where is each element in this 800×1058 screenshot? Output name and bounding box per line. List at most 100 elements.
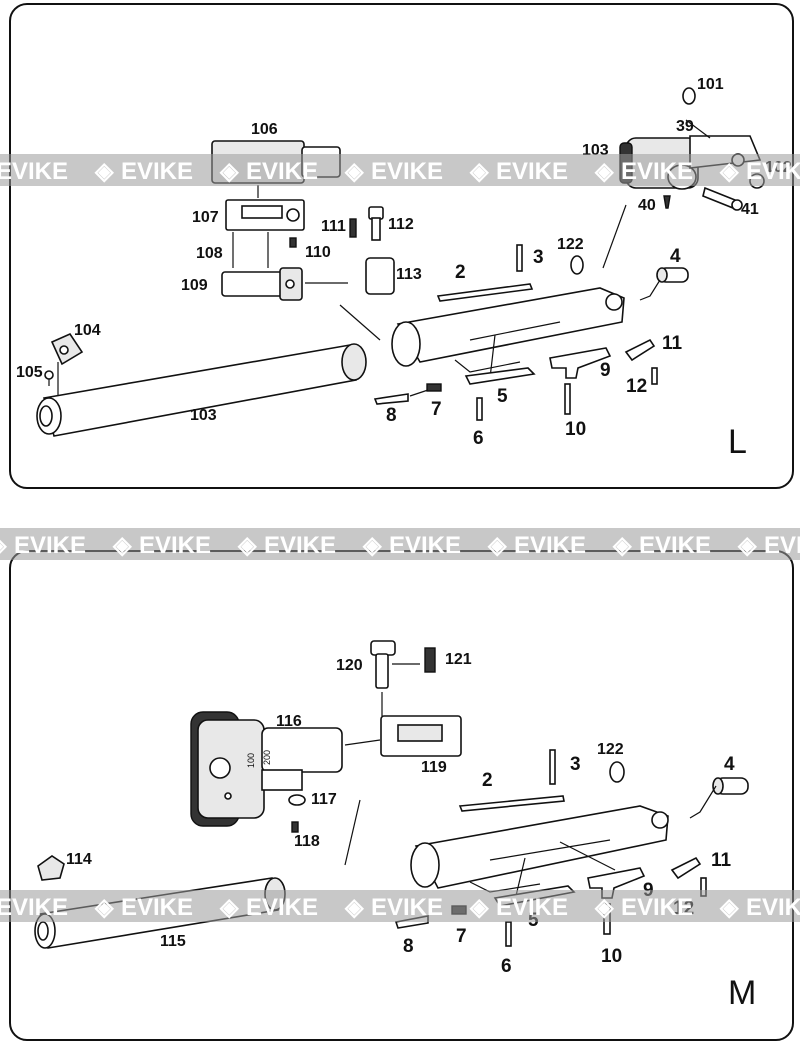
watermark-text: EVIKE bbox=[621, 158, 693, 185]
part-113 bbox=[365, 257, 395, 295]
part-2-rod-m bbox=[458, 795, 565, 812]
label-107: 107 bbox=[192, 209, 219, 226]
label-112: 112 bbox=[388, 216, 414, 233]
part-111 bbox=[349, 218, 357, 238]
part-6-pin bbox=[476, 397, 483, 421]
label-115: 115 bbox=[160, 933, 186, 950]
part-105-screw bbox=[44, 370, 54, 386]
label-6-m: 6 bbox=[501, 956, 512, 977]
evike-logo-icon: ◈ bbox=[594, 894, 614, 921]
part-116 bbox=[190, 711, 343, 827]
watermark-text: EVIKE bbox=[246, 158, 318, 185]
label-12: 12 bbox=[626, 376, 647, 397]
evike-logo-icon: ◈ bbox=[362, 532, 382, 559]
label-7-m: 7 bbox=[456, 926, 467, 947]
part-40-screw bbox=[663, 195, 671, 209]
scope-mark-200: 200 bbox=[262, 750, 272, 765]
label-113: 113 bbox=[396, 266, 422, 283]
part-114 bbox=[37, 855, 65, 881]
label-3: 3 bbox=[533, 247, 544, 268]
panel-m-letter: M bbox=[728, 974, 756, 1012]
evike-logo-icon: ◈ bbox=[594, 158, 614, 185]
part-7-spring bbox=[426, 383, 442, 392]
evike-logo-icon: ◈ bbox=[469, 158, 489, 185]
label-117: 117 bbox=[311, 791, 337, 808]
label-106: 106 bbox=[251, 121, 278, 138]
evike-logo-icon: ◈ bbox=[612, 532, 632, 559]
label-114: 114 bbox=[66, 851, 92, 868]
evike-logo-icon: ◈ bbox=[112, 532, 132, 559]
panel-l-letter: L bbox=[728, 423, 747, 461]
evike-logo-icon: ◈ bbox=[737, 532, 757, 559]
evike-logo-icon: ◈ bbox=[487, 532, 507, 559]
part-2-rod bbox=[436, 283, 534, 302]
label-122: 122 bbox=[557, 236, 584, 253]
watermark-band-3: ◈EVIKE◈EVIKE◈EVIKE◈EVIKE◈EVIKE◈EVIKE◈EVI… bbox=[0, 890, 800, 922]
watermark-text: EVIKE bbox=[14, 532, 86, 559]
label-41: 41 bbox=[741, 201, 759, 218]
label-120: 120 bbox=[336, 657, 363, 674]
watermark-band-1: ◈EVIKE◈EVIKE◈EVIKE◈EVIKE◈EVIKE◈EVIKE◈EVI… bbox=[0, 154, 800, 186]
label-9: 9 bbox=[600, 360, 611, 381]
panel-l-diagram bbox=[36, 87, 765, 437]
part-receiver-l bbox=[391, 287, 625, 373]
part-110 bbox=[289, 237, 297, 248]
label-118: 118 bbox=[294, 833, 320, 850]
evike-logo-icon: ◈ bbox=[344, 158, 364, 185]
watermark-text: EVIKE bbox=[264, 532, 336, 559]
label-4: 4 bbox=[670, 246, 681, 267]
watermark-text: EVIKE bbox=[389, 532, 461, 559]
watermark-text: EVIKE bbox=[746, 158, 800, 185]
part-101-oring bbox=[682, 87, 696, 105]
part-11 bbox=[624, 338, 656, 362]
watermark-text: EVIKE bbox=[139, 532, 211, 559]
part-118 bbox=[291, 821, 299, 833]
watermark-text: EVIKE bbox=[639, 532, 711, 559]
part-109 bbox=[221, 267, 303, 301]
part-119 bbox=[380, 715, 462, 757]
part-5 bbox=[464, 367, 536, 385]
label-101: 101 bbox=[697, 76, 724, 93]
part-122-oring-m bbox=[609, 761, 625, 783]
watermark-text: EVIKE bbox=[746, 894, 800, 921]
watermark-text: EVIKE bbox=[246, 894, 318, 921]
part-12-pin bbox=[651, 367, 658, 385]
label-110: 110 bbox=[305, 244, 331, 261]
part-41-pin bbox=[702, 186, 743, 211]
evike-logo-icon: ◈ bbox=[219, 894, 239, 921]
label-40: 40 bbox=[638, 197, 656, 214]
label-7: 7 bbox=[431, 399, 442, 420]
part-4-pin bbox=[656, 267, 689, 283]
part-3-pin-m bbox=[549, 749, 556, 785]
label-2-m: 2 bbox=[482, 770, 493, 791]
label-122-m: 122 bbox=[597, 741, 624, 758]
watermark-band-2: ◈EVIKE◈EVIKE◈EVIKE◈EVIKE◈EVIKE◈EVIKE◈EVI… bbox=[0, 528, 800, 560]
panel-m-frame bbox=[9, 550, 794, 1041]
part-120 bbox=[370, 640, 396, 689]
label-111: 111 bbox=[321, 218, 346, 235]
part-11-m bbox=[670, 856, 702, 880]
label-109: 109 bbox=[181, 277, 208, 294]
watermark-text: EVIKE bbox=[496, 894, 568, 921]
label-104: 104 bbox=[74, 322, 101, 339]
watermark-text: EVIKE bbox=[371, 894, 443, 921]
watermark-text: EVIKE bbox=[121, 894, 193, 921]
label-8: 8 bbox=[386, 405, 397, 426]
label-116: 116 bbox=[276, 713, 302, 730]
label-105: 105 bbox=[16, 364, 43, 381]
watermark-text: EVIKE bbox=[514, 532, 586, 559]
watermark-text: EVIKE bbox=[621, 894, 693, 921]
scope-mark-100: 100 bbox=[246, 753, 256, 768]
label-2: 2 bbox=[455, 262, 466, 283]
part-121-spring bbox=[424, 647, 436, 673]
label-119: 119 bbox=[421, 759, 447, 776]
evike-logo-icon: ◈ bbox=[719, 894, 739, 921]
label-10-m: 10 bbox=[601, 946, 622, 967]
label-3-m: 3 bbox=[570, 754, 581, 775]
label-10: 10 bbox=[565, 419, 586, 440]
evike-logo-icon: ◈ bbox=[219, 158, 239, 185]
label-4-m: 4 bbox=[724, 754, 735, 775]
part-117 bbox=[288, 794, 306, 806]
part-103-outer-tube bbox=[36, 343, 367, 437]
evike-logo-icon: ◈ bbox=[237, 532, 257, 559]
